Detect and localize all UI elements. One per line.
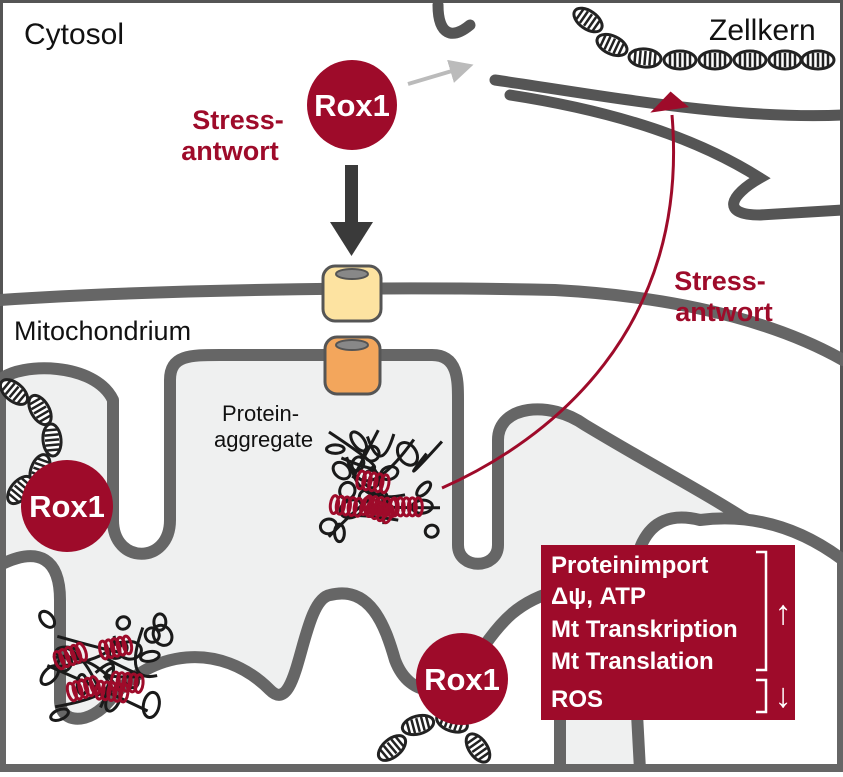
dna-segment [464,732,492,764]
stress-label-cytosol-line1: Stress- [192,105,284,135]
outer-membrane [0,282,843,366]
dna-segment [400,713,436,737]
dna-segment [767,49,803,71]
aggregate-helix [355,469,391,495]
protein-aggregate-lower [38,609,174,722]
dna-segment [572,6,604,34]
stress-label-cytosol-line2: antwort [181,136,279,166]
aggregate-loop [38,609,57,629]
tim-pore [323,335,382,396]
aggregate-strand [133,626,158,679]
mitochondrion-label: Mitochondrium [14,316,191,346]
stress-label-nucleus-line2: antwort [675,297,773,327]
aggregate-strand [94,662,115,709]
aggregate-loop [331,460,352,481]
dna-segment [800,49,836,71]
rox1-matrix-left: Rox1 [21,460,113,552]
retrograde-arrow [441,114,675,490]
aggregate-loop [325,443,346,455]
nuclear-dna-strand [572,6,836,71]
increase-bracket [756,550,768,672]
aggregate-loop [141,690,161,720]
effect-item: Mt Transkription [551,616,738,643]
nucleus-arrow-grey [407,59,474,86]
aggregate-strand [328,430,376,470]
rox1-cytosol: Rox1 [307,60,397,150]
aggregate-loop [423,523,440,539]
aggregate-helix [52,641,88,671]
rox1-label: Rox1 [314,88,390,123]
dna-segment [41,422,63,458]
nucleus-envelope-top [432,0,476,39]
nucleus-label: Zellkern [709,14,816,47]
cytosol-label: Cytosol [24,18,124,51]
aggregate-label-line2: aggregate [214,427,313,452]
dna-segment [662,49,698,71]
rox1-label: Rox1 [29,489,105,524]
effect-item: Proteinimport [551,552,708,579]
aggregate-loop [152,612,168,632]
decrease-bracket [756,678,768,714]
decrease-arrow-icon: ↓ [775,677,792,715]
retrograde-arrowhead [650,91,689,113]
dna-segment [627,47,663,69]
aggregate-loop [415,480,433,498]
aggregate-helix [94,679,130,704]
tom-pore [321,264,383,323]
effect-item-decreased: ROS [551,686,603,713]
aggregate-helix [97,634,134,661]
effects-box: Proteinimport Δψ, ATP Mt Transkription M… [541,545,795,720]
aggregate-loop [49,707,70,722]
aggregate-label-line1: Protein- [222,401,299,426]
aggregate-helix [388,496,424,518]
aggregate-strand [365,433,396,458]
mito-dna-strand-left [0,378,63,506]
effect-item: Mt Translation [551,648,714,675]
rox1-label: Rox1 [424,662,500,697]
aggregate-strand [46,664,149,713]
effect-item: Δψ, ATP [551,583,646,610]
import-arrow [330,165,373,256]
increase-arrow-icon: ↑ [775,594,792,632]
aggregate-loop [115,615,132,631]
dna-segment [376,734,408,762]
aggregate-strand [105,657,142,677]
dna-segment [732,49,768,71]
aggregate-strand [104,665,144,679]
rox1-matrix-bottom: Rox1 [416,633,508,725]
aggregate-strand [412,440,444,473]
aggregate-loop [139,649,161,663]
nucleus-envelope-lower [504,89,843,221]
dna-segment [595,32,629,58]
dna-segment [0,378,30,406]
mito-dna-strand-bottom [376,710,492,764]
protein-aggregate-upper [318,429,444,544]
stress-label-nucleus-line1: Stress- [674,266,766,296]
dna-segment [697,49,733,71]
aggregate-strand [349,463,406,499]
